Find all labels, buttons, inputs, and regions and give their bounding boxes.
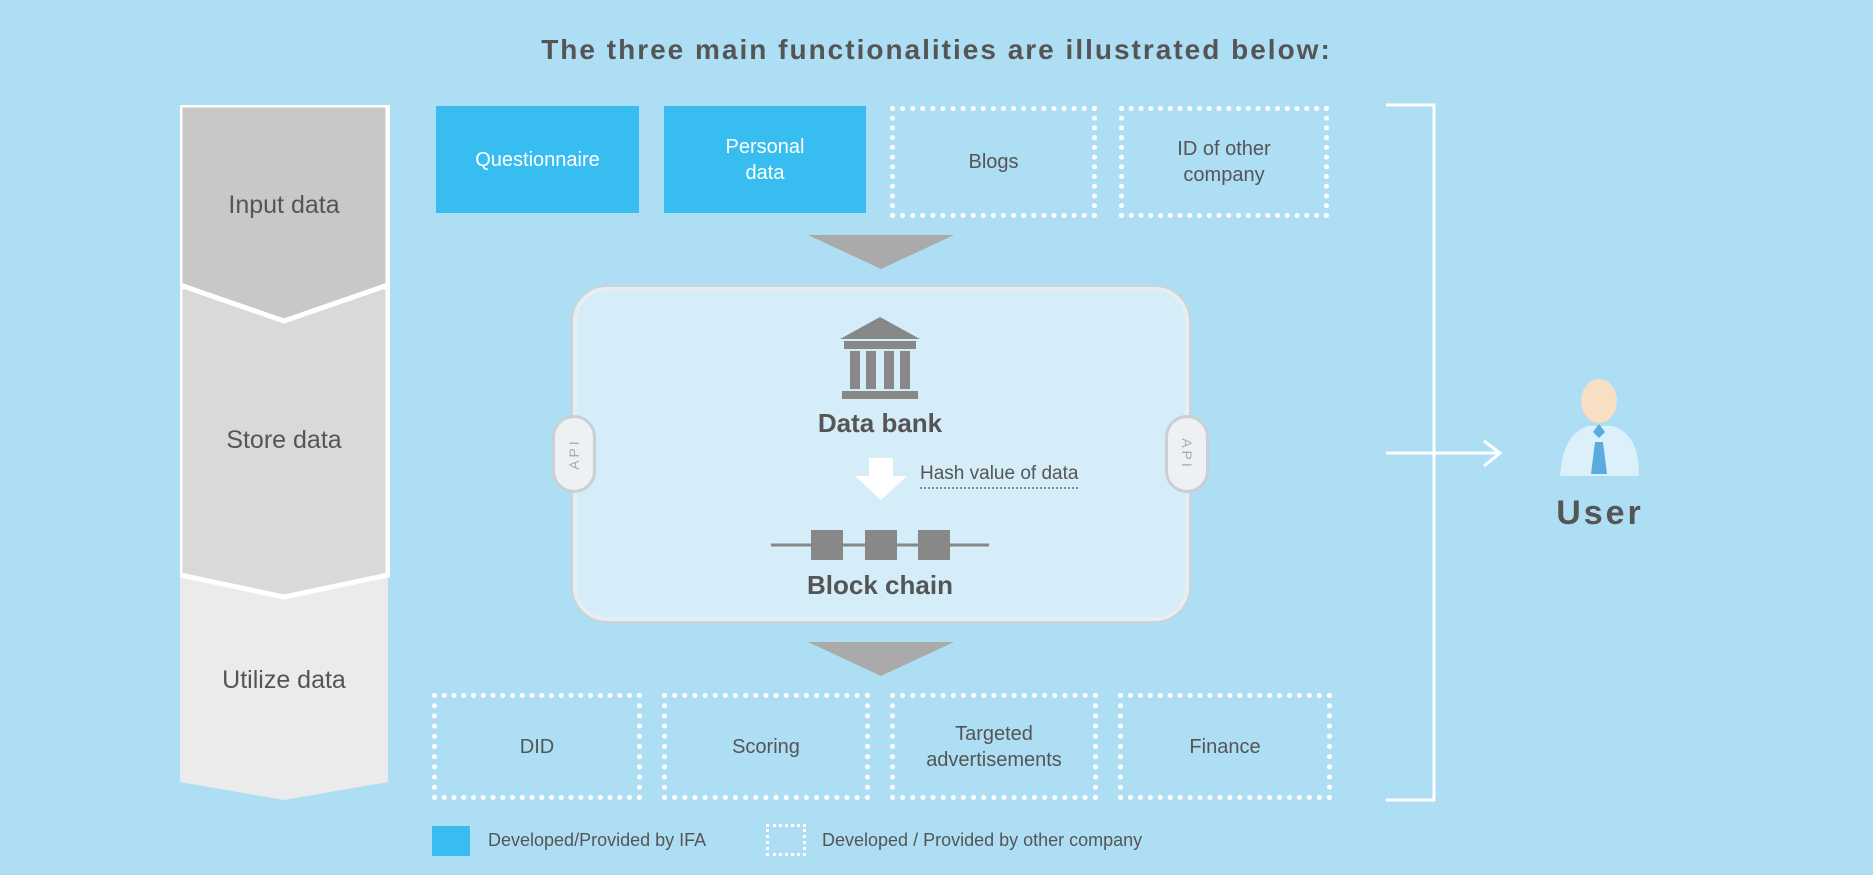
user-label: User [1556, 494, 1644, 532]
output-box-targeted-ads: Targeted advertisements [890, 693, 1098, 800]
input-box-personal-data: Personal data [664, 106, 866, 213]
stage-store: Store data [226, 425, 342, 454]
diagram-title: The three main functionalities are illus… [541, 34, 1332, 65]
chevron-utilize [180, 561, 388, 800]
down-triangle-bottom [808, 642, 954, 676]
bracket-arrow [1386, 103, 1503, 802]
user-icon [1560, 379, 1639, 476]
block-chain-label: Block chain [807, 570, 953, 600]
bank-icon [840, 317, 920, 399]
output-box-finance: Finance [1118, 693, 1332, 800]
legend-other-label: Developed / Provided by other company [822, 830, 1143, 850]
output-box-scoring: Scoring [662, 693, 870, 800]
down-arrow-icon [855, 458, 907, 500]
stage-input: Input data [228, 190, 340, 219]
output-box-did: DID [432, 693, 642, 800]
block-chain-icon [771, 530, 989, 560]
stage-utilize: Utilize data [222, 665, 346, 694]
input-box-blogs: Blogs [890, 106, 1097, 218]
legend-other-swatch [766, 824, 806, 856]
legend-ifa-label: Developed/Provided by IFA [488, 830, 707, 850]
input-box-questionnaire: Questionnaire [436, 106, 639, 213]
stage-chevrons [180, 105, 390, 800]
api-left: API [552, 415, 596, 493]
chevron-input [180, 105, 390, 324]
input-box-id-other-company: ID of other company [1119, 106, 1329, 218]
hash-value-label: Hash value of data [920, 463, 1079, 489]
down-triangle-top [808, 235, 954, 269]
legend-ifa-swatch [432, 826, 470, 856]
data-bank-label: Data bank [817, 408, 943, 438]
api-right: API [1165, 415, 1209, 493]
